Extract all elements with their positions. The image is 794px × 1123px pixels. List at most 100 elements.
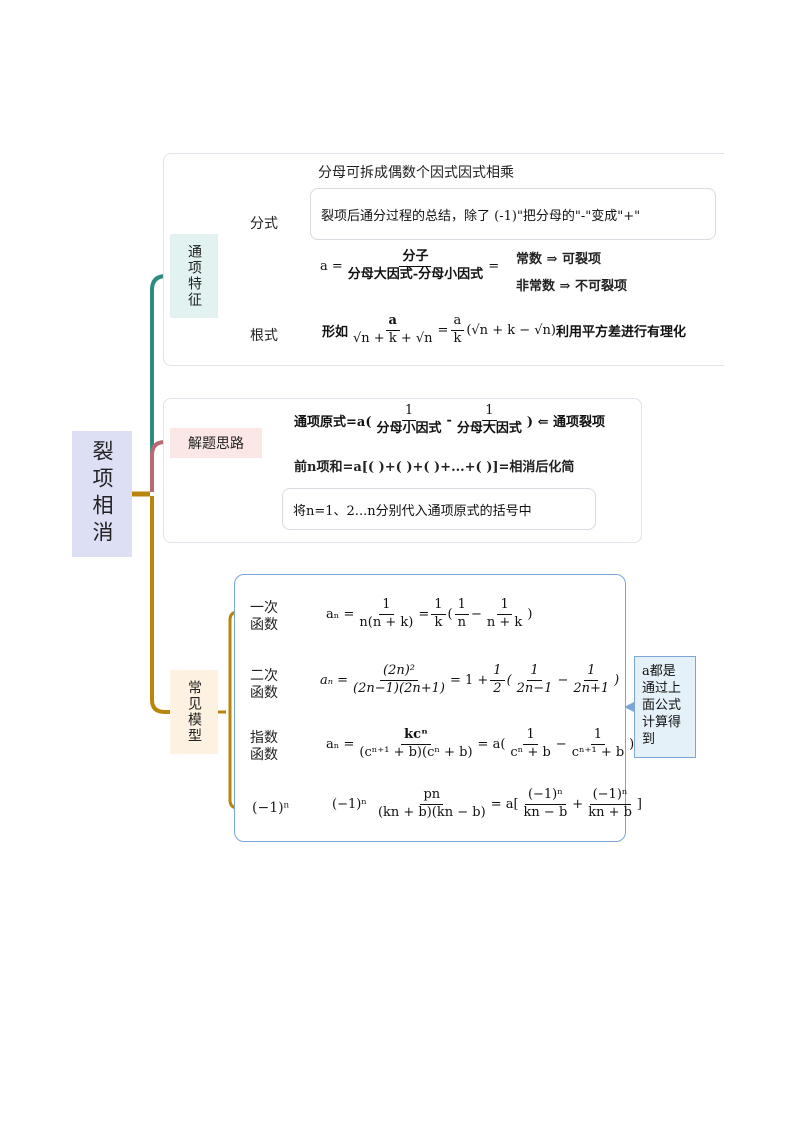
m4-d2: kn − b [523, 804, 568, 820]
m1-d1: n(n + k) [359, 614, 414, 630]
case-constant: 常数 ⇒ 可裂项 [516, 252, 601, 267]
m1-n4: 1 [497, 597, 512, 615]
m2-eq: = 1 + [449, 672, 489, 688]
branch-approach[interactable]: 解题思路 [170, 428, 262, 458]
m3-n2: 1 [523, 727, 538, 745]
approach-f1-num: 1 [401, 403, 417, 421]
approach-f2-num: 1 [482, 403, 497, 421]
model-linear-label: 一次函数 [250, 600, 278, 633]
fenshi-note-text: 裂项后通分过程的总结，除了 (-1)"把分母的"-"变成"+" [321, 208, 641, 224]
fraction-main: 分子 分母大因式-分母小因式 [345, 249, 486, 283]
branch-features-label: 通项特征 [186, 244, 202, 308]
branch-approach-label: 解题思路 [188, 436, 244, 452]
m2-minus: − [557, 672, 569, 688]
approach-f1-den: 分母小因式 [376, 420, 442, 436]
frac-den: 分母大因式-分母小因式 [347, 266, 484, 282]
m2-d2: 2 [493, 680, 502, 696]
side-note[interactable]: a都是通过上面公式计算得到 [634, 656, 696, 758]
m1-lhs: aₙ = [326, 606, 355, 622]
m1-close: ) [527, 606, 533, 622]
root-node[interactable]: 裂项相消 [72, 431, 132, 557]
fenshi-formula: a = 分子 分母大因式-分母小因式 = [320, 249, 500, 283]
approach-note-text: 将n=1、2...n分别代入通项原式的括号中 [293, 503, 532, 519]
genshi-body: (√n + k − √n) [466, 322, 556, 338]
approach-note: 将n=1、2...n分别代入通项原式的括号中 [282, 488, 596, 530]
approach-f2-den: 分母大因式 [456, 420, 522, 436]
genshi-post: 利用平方差进行有理化 [555, 324, 686, 340]
root-title: 裂项相消 [90, 440, 114, 548]
genshi-frac: a √n + k + √n [350, 313, 436, 347]
m4-close: ] [636, 796, 642, 812]
model-quadratic-label: 二次函数 [250, 668, 278, 701]
m3-close: ) [629, 736, 635, 752]
m3-minus: − [555, 736, 567, 752]
m2-n2: 1 [490, 663, 505, 681]
m4-d1: (kn + b)(kn − b) [377, 804, 486, 820]
m1-n1: 1 [379, 597, 394, 615]
branch-models[interactable]: 常见模型 [170, 670, 218, 754]
m3-lhs: aₙ = [326, 736, 355, 752]
genshi-pre: 形如 [322, 324, 349, 340]
approach-minus: - [446, 412, 452, 428]
m2-open: ( [506, 672, 512, 688]
m3-n1: kcⁿ [401, 727, 431, 745]
m1-n3: 1 [454, 597, 469, 615]
m2-n4: 1 [584, 663, 599, 681]
m2-d4: 2n+1 [573, 680, 610, 696]
model-alternating-label: (−1)ⁿ [252, 800, 290, 816]
m1-d3: n [457, 614, 466, 630]
approach-post: ) ⇐ 通项裂项 [526, 414, 606, 430]
m1-d2: k [434, 614, 443, 630]
formula-a: a = [320, 258, 343, 274]
m2-lhs: aₙ = [320, 672, 349, 688]
approach-line1: 通项原式=a( 1 分母小因式 - 1 分母大因式 ) ⇐ 通项裂项 [294, 403, 606, 437]
m4-plus: + [572, 796, 584, 812]
formula-eq: = [488, 258, 500, 274]
genshi-k-den: k [453, 330, 462, 346]
approach-pre: 通项原式=a( [294, 414, 372, 430]
m3-d3: cⁿ⁺¹ + b [571, 744, 625, 760]
genshi-num: a [385, 313, 400, 331]
label-genshi: 根式 [250, 328, 278, 344]
m4-lhs: (−1)ⁿ [332, 796, 367, 812]
m4-n2: (−1)ⁿ [524, 787, 566, 805]
m2-close: ) [614, 672, 620, 688]
m2-n3: 1 [527, 663, 542, 681]
m1-d4: n + k [486, 614, 523, 630]
m4-eq: = a[ [490, 796, 519, 812]
genshi-k-num: a [450, 313, 465, 331]
approach-frac2: 1 分母大因式 [454, 403, 525, 437]
side-note-text: a都是通过上面公式计算得到 [642, 664, 682, 747]
m3-eq: = a( [477, 736, 506, 752]
m4-n1: pn [420, 787, 444, 805]
case-nonconstant: 非常数 ⇒ 不可裂项 [516, 279, 627, 294]
m1-open: ( [447, 606, 453, 622]
m1-minus: − [470, 606, 482, 622]
branch-features[interactable]: 通项特征 [170, 234, 218, 318]
m4-n3: (−1)ⁿ [589, 787, 631, 805]
m3-n3: 1 [590, 727, 606, 745]
m3-d2: cⁿ + b [510, 744, 551, 760]
m4-d3: kn + b [588, 804, 632, 820]
m2-d1: (2n−1)(2n+1) [353, 680, 445, 696]
m1-n2: 1 [431, 597, 446, 615]
model-exponential-label: 指数函数 [250, 730, 278, 763]
label-fenshi: 分式 [250, 216, 278, 232]
genshi-formula: 形如 a √n + k + √n = a k (√n + k − √n) 利用平… [322, 313, 686, 347]
m3-d1: (cⁿ⁺¹ + b)(cⁿ + b) [359, 744, 473, 760]
frac-num: 分子 [399, 249, 432, 267]
fenshi-line1: 分母可拆成偶数个因式因式相乘 [318, 165, 514, 181]
panel-models [234, 574, 626, 842]
m2-d3: 2n−1 [516, 680, 553, 696]
branch-models-label: 常见模型 [186, 680, 202, 744]
m1-eq: = [418, 606, 430, 622]
m2-n1: (2n)² [380, 663, 418, 681]
genshi-k-frac: a k [450, 313, 465, 347]
approach-frac1: 1 分母小因式 [373, 403, 444, 437]
approach-line2: 前n项和=a[( )+( )+( )+...+( )]=相消后化简 [294, 460, 575, 475]
genshi-eq: = [437, 322, 449, 338]
genshi-den: √n + k + √n [353, 330, 433, 346]
